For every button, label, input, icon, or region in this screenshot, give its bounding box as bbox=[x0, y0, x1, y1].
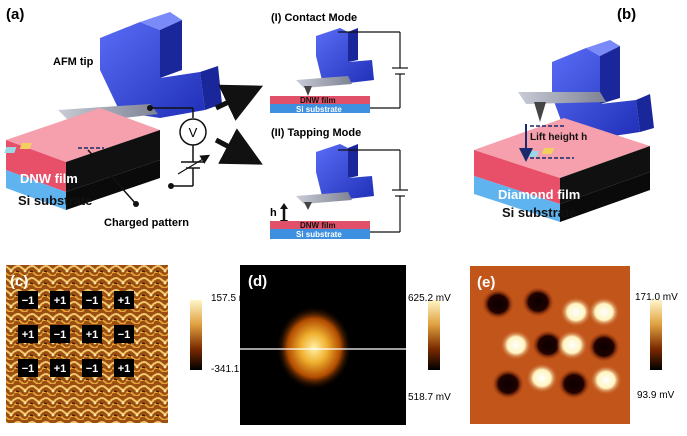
panel-e-letter: (e) bbox=[477, 274, 495, 291]
tapping-film-label: DNW film bbox=[300, 221, 336, 230]
panel-b-letter: (b) bbox=[617, 6, 636, 23]
colorbar-e-max: 171.0 mV bbox=[635, 292, 678, 303]
charge-array bbox=[482, 287, 622, 399]
substrate-label-b: Si substrate bbox=[502, 205, 576, 220]
substrate-label-a: Si substrate bbox=[18, 193, 92, 208]
charge-cell bbox=[18, 291, 38, 309]
tapping-h-label: h bbox=[270, 207, 277, 219]
colorbar-e-min: 93.9 mV bbox=[637, 390, 675, 401]
charge-grid: −1 +1 −1 +1 +1 −1 +1 −1 −1 +1 −1 +1 bbox=[18, 291, 134, 377]
charge-cell bbox=[18, 325, 38, 343]
charge-cell-label: +1 bbox=[22, 329, 35, 341]
lift-height-label: Lift height h bbox=[530, 132, 587, 143]
positive-charge-spot bbox=[526, 363, 558, 393]
charge-cell bbox=[114, 359, 134, 377]
colorbar-d bbox=[428, 300, 440, 370]
colorbar-c bbox=[190, 300, 202, 370]
charge-cell-label: +1 bbox=[118, 295, 131, 307]
arrow-to-tapping bbox=[214, 128, 263, 165]
colorbar-c-min: -341.1 nm bbox=[211, 364, 256, 375]
negative-charge-spot bbox=[588, 332, 620, 362]
charge-cell bbox=[114, 325, 134, 343]
voltmeter-label: V bbox=[189, 125, 198, 140]
charge-spot bbox=[276, 306, 352, 390]
charge-cell bbox=[82, 359, 102, 377]
tapping-substrate-label: Si substrate bbox=[296, 230, 342, 239]
contact-mode: (I) Contact Mode DNW film Si substrate bbox=[270, 12, 408, 114]
charge-cell-label: +1 bbox=[86, 329, 99, 341]
panel-d-letter: (d) bbox=[248, 273, 267, 290]
colorbar-c-max: 157.5 nm bbox=[211, 293, 253, 304]
negative-charge-spot bbox=[558, 369, 590, 399]
panel-b: (b) Lift height h Diamond film Si substr… bbox=[474, 6, 654, 222]
charge-cell bbox=[114, 291, 134, 309]
charged-pattern-label: Charged pattern bbox=[104, 217, 189, 229]
film-label-b: Diamond film bbox=[498, 187, 580, 202]
positive-charge-spot bbox=[560, 297, 592, 327]
tapping-mode: (II) Tapping Mode h DNW film Si substrat… bbox=[270, 127, 408, 239]
charge-cell-label: −1 bbox=[22, 295, 35, 307]
contact-substrate-label: Si substrate bbox=[296, 105, 342, 114]
positive-charge-spot bbox=[588, 297, 620, 327]
positive-charge-spot bbox=[590, 365, 622, 395]
panel-e: (e) 171.0 mV 93.9 mV bbox=[470, 266, 678, 424]
charge-cell-label: +1 bbox=[54, 363, 67, 375]
topography-image bbox=[6, 265, 168, 423]
charge-cell bbox=[82, 291, 102, 309]
charge-cell-label: +1 bbox=[118, 363, 131, 375]
negative-charge-spot bbox=[522, 287, 554, 317]
afm-head-a bbox=[100, 12, 222, 118]
contact-film-label: DNW film bbox=[300, 96, 336, 105]
charge-cell-label: −1 bbox=[22, 363, 35, 375]
positive-charge-spot bbox=[556, 330, 588, 360]
afm-tip-label: AFM tip bbox=[53, 56, 94, 68]
film-label-a: DNW film bbox=[20, 171, 78, 186]
panel-a: (a) AFM tip V bbox=[4, 6, 222, 229]
panel-c: (c) −1 +1 −1 +1 +1 −1 +1 −1 −1 +1 −1 +1 157.5 nm -3… bbox=[6, 265, 256, 423]
charge-cell-label: −1 bbox=[54, 329, 67, 341]
charge-cell-label: −1 bbox=[86, 295, 99, 307]
negative-charge-spot bbox=[482, 289, 514, 319]
negative-charge-spot bbox=[492, 369, 524, 399]
charge-cell bbox=[50, 291, 70, 309]
panel-d: (d) 625.2 mV 518.7 mV bbox=[240, 265, 451, 425]
tapping-mode-title: (II) Tapping Mode bbox=[271, 127, 361, 139]
colorbar-d-max: 625.2 mV bbox=[408, 293, 451, 304]
colorbar-d-min: 518.7 mV bbox=[408, 392, 451, 403]
charge-cell bbox=[18, 359, 38, 377]
charge-cell-label: −1 bbox=[118, 329, 131, 341]
charged-pattern-pointer bbox=[87, 149, 137, 205]
contact-mode-title: (I) Contact Mode bbox=[271, 12, 357, 24]
panel-a-letter: (a) bbox=[6, 6, 24, 23]
colorbar-e bbox=[650, 300, 662, 370]
arrow-to-contact bbox=[214, 84, 264, 121]
positive-charge-spot bbox=[500, 330, 532, 360]
charge-cell bbox=[82, 325, 102, 343]
negative-charge-spot bbox=[532, 330, 564, 360]
charge-cell-label: +1 bbox=[54, 295, 67, 307]
charge-cell-label: −1 bbox=[86, 363, 99, 375]
charge-cell bbox=[50, 359, 70, 377]
film-block-a bbox=[4, 108, 160, 210]
charge-cell bbox=[50, 325, 70, 343]
panel-c-letter: (c) bbox=[10, 273, 28, 290]
